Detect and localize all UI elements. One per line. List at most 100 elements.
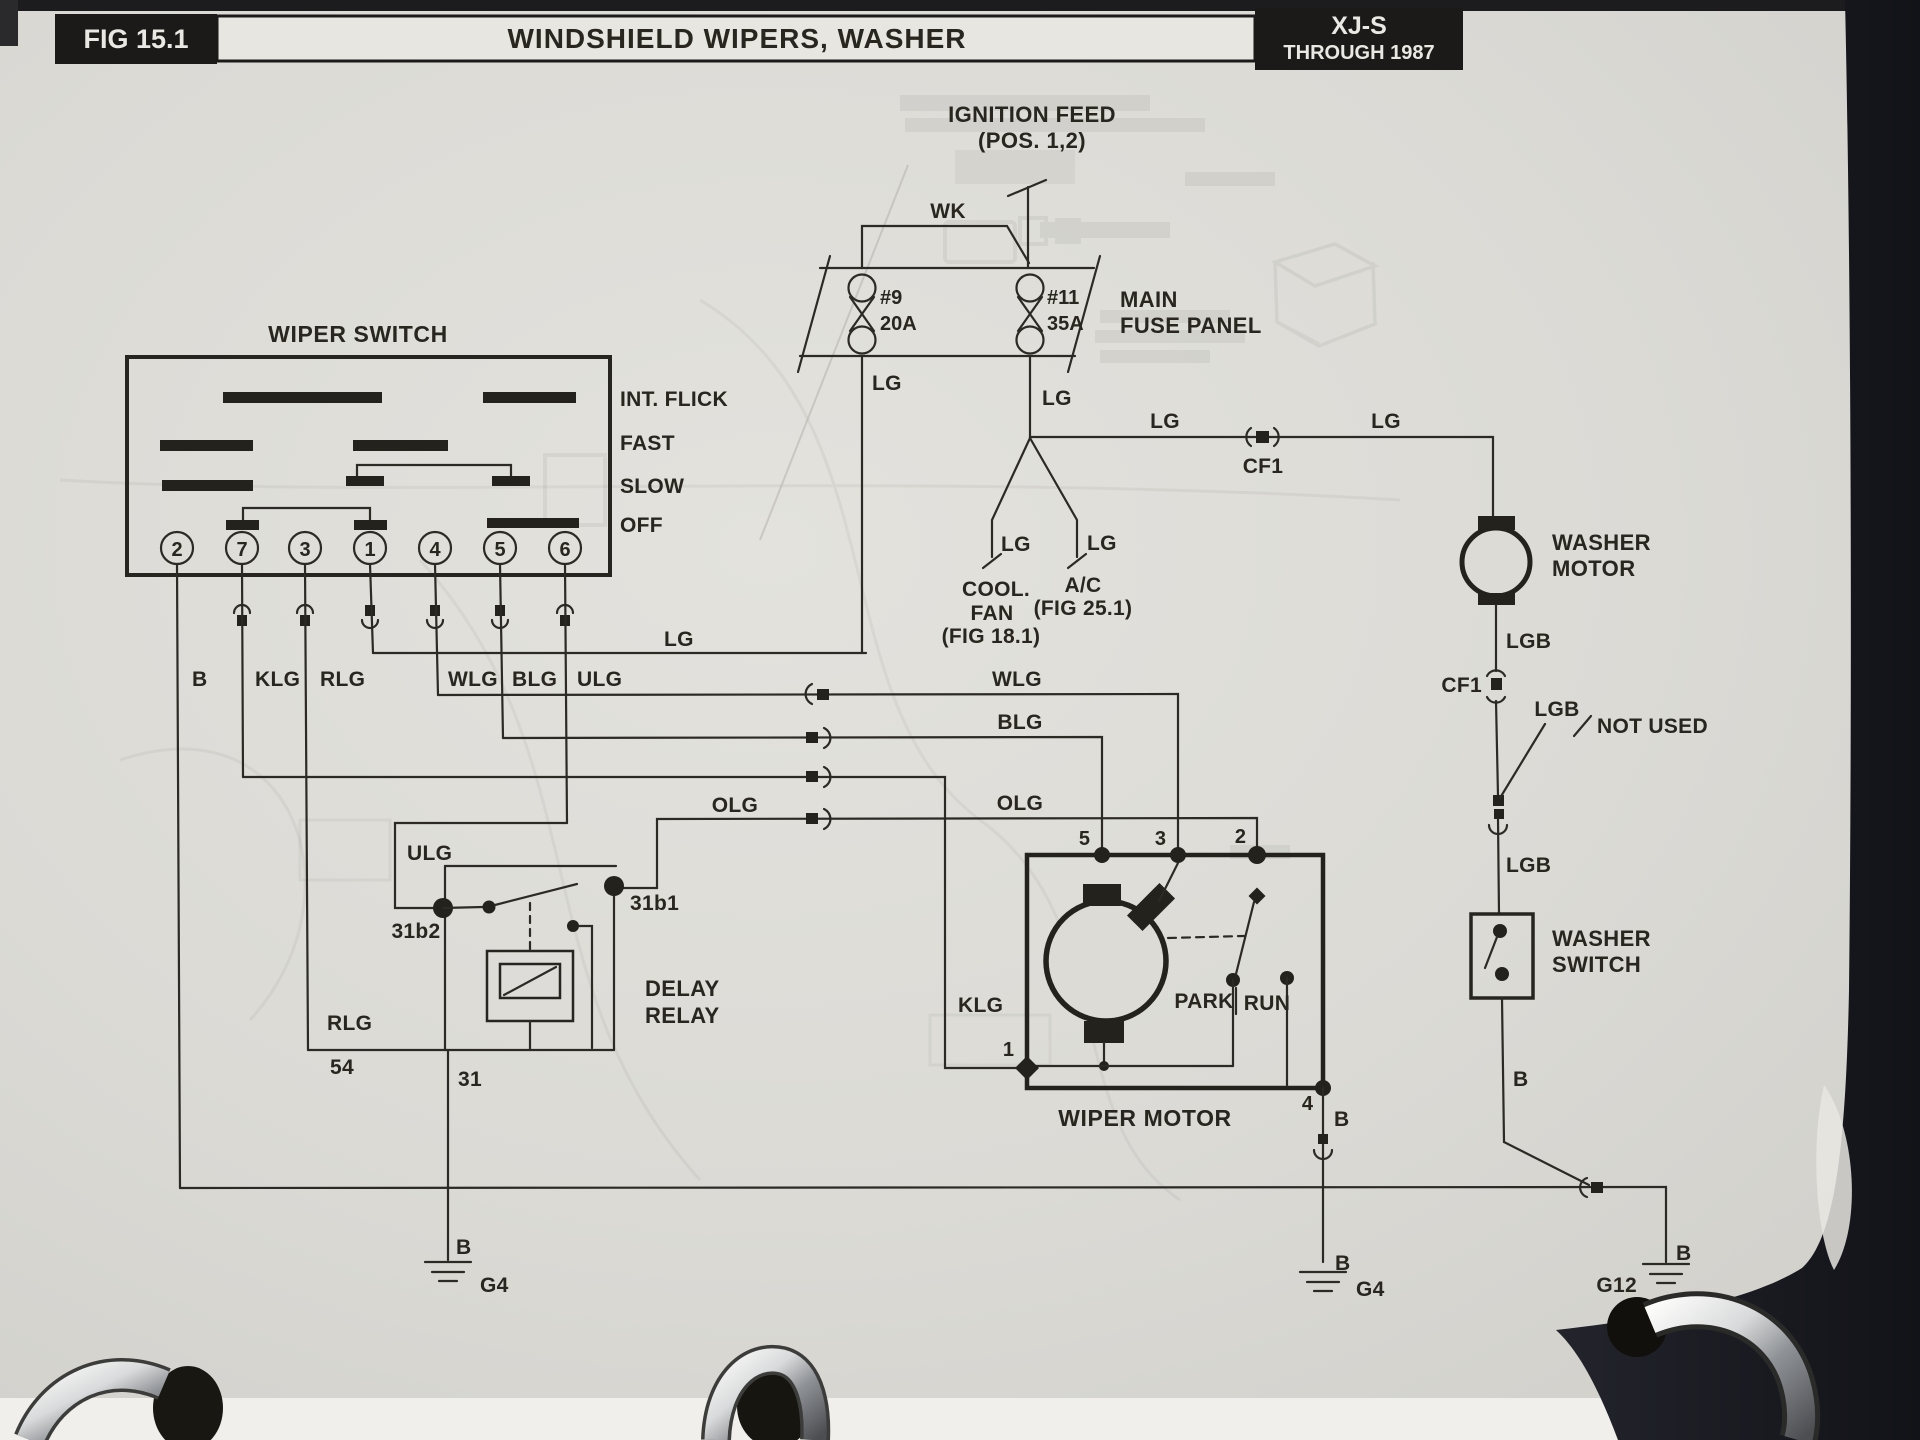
b-label-motor-ground: B	[1335, 1252, 1350, 1275]
wiper-motor-label: WIPER MOTOR	[1058, 1105, 1232, 1131]
model-box	[1255, 8, 1463, 70]
relay-31b1-label: 31b1	[630, 892, 679, 915]
motor-terminal-1	[1014, 1055, 1040, 1081]
cf1-connector-main	[1245, 426, 1280, 448]
ground-g4-relay	[423, 1260, 473, 1283]
lgb-label-not-used: LGB	[1534, 698, 1579, 721]
g12-label: G12	[1596, 1274, 1637, 1297]
b-label-washer-switch: B	[1513, 1068, 1528, 1091]
wire-runs: WLG BLG KLG OLG OLG ULG B	[175, 562, 1691, 1297]
b-label-motor: B	[1334, 1108, 1349, 1131]
run-label: RUN	[1244, 992, 1290, 1015]
cool-fan-label-2: FAN	[971, 602, 1014, 625]
relay-31-label: 31	[458, 1068, 482, 1091]
ignition-feed-label: IGNITION FEED	[948, 102, 1116, 127]
page-curl-highlight	[1816, 1085, 1852, 1270]
fuse-9-rating: 20A	[880, 313, 917, 335]
wiper-motor: 5 3 2 1 PARK RUN WIPER MOTOR 4 B	[1003, 826, 1385, 1301]
wiper-switch: WIPER SWITCH INT. FLICK FAST SLOW OFF 2	[125, 321, 728, 691]
g4-motor-label: G4	[1356, 1278, 1385, 1301]
ground-g12	[1641, 1262, 1691, 1285]
g4-relay-label: G4	[480, 1274, 509, 1297]
washer-motor-label-2: MOTOR	[1552, 556, 1635, 581]
blg-label-motor: BLG	[997, 711, 1042, 734]
fuse-11-rating: 35A	[1047, 313, 1084, 335]
cool-fan-label-1: COOL.	[962, 578, 1030, 601]
fuse-9-symbol	[847, 273, 877, 355]
motor-terminal-3	[1170, 847, 1186, 863]
b-label-g12: B	[1676, 1242, 1691, 1265]
binder-rings	[14, 1291, 1821, 1440]
lg-label-fuse11: LG	[1042, 387, 1072, 410]
wk-wire-label: WK	[930, 200, 966, 223]
cf1-label-washer: CF1	[1441, 674, 1482, 697]
binder-ring-left	[17, 1361, 170, 1440]
wiper-switch-title: WIPER SWITCH	[268, 321, 448, 347]
lgb-label-washer-top: LGB	[1506, 630, 1551, 653]
terminal-2: 2	[171, 539, 182, 561]
washer-switch-label-1: WASHER	[1552, 926, 1651, 951]
terminal-1: 1	[364, 539, 375, 561]
ignition-feed: IGNITION FEED (POS. 1,2) WK	[860, 102, 1116, 270]
motor-terminal-5	[1094, 847, 1110, 863]
washer-switch-label-2: SWITCH	[1552, 952, 1641, 977]
page-title: WINDSHIELD WIPERS, WASHER	[507, 23, 966, 54]
lg-label-switch-feed: LG	[664, 628, 694, 651]
switch-pos-off: OFF	[620, 514, 663, 537]
fuse-9-id: #9	[880, 287, 902, 309]
cf1-label-main: CF1	[1243, 455, 1284, 478]
terminal-5: 5	[494, 539, 505, 561]
switch-contact-bars	[160, 392, 579, 530]
cool-fan-fig-ref: (FIG 18.1)	[942, 625, 1041, 648]
b-label-relay-ground: B	[456, 1236, 471, 1259]
ac-label: A/C	[1064, 574, 1101, 597]
fuse-panel-label-2: FUSE PANEL	[1120, 313, 1262, 338]
terminal-4: 4	[429, 539, 441, 561]
motor-terminal-5-label: 5	[1079, 828, 1090, 850]
model-label: XJ-S	[1331, 12, 1387, 40]
terminal-7: 7	[236, 539, 247, 561]
fuse-11-symbol	[1015, 273, 1045, 355]
motor-terminal-1-label: 1	[1003, 1039, 1014, 1061]
switch-pos-int-flick: INT. FLICK	[620, 388, 728, 411]
lg-label-main-run: LG	[1150, 410, 1180, 433]
ulg-label-switch: ULG	[577, 668, 622, 691]
olg-inline-connector	[806, 807, 832, 831]
delay-relay: 31b2 31b1 DELAY RELAY 54 RLG 31 B G4	[306, 864, 720, 1297]
relay-31b2-label: 31b2	[391, 920, 440, 943]
washer-motor: WASHER MOTOR LGB CF1 LGB NOT USED LGB	[1441, 516, 1708, 916]
rlg-label-switch: RLG	[320, 668, 365, 691]
motor-terminal-2	[1248, 846, 1266, 864]
fuse-panel-label-1: MAIN	[1120, 287, 1178, 312]
olg-label-motor: OLG	[997, 792, 1043, 815]
wlg-inline-connector	[804, 682, 829, 706]
lg-distribution: LG LG LG LG CF1 LG LG LG COOL. FAN (FIG …	[371, 354, 1495, 655]
b-label-switch: B	[192, 668, 207, 691]
lg-label-ac: LG	[1087, 532, 1117, 555]
motor-terminal-3-label: 3	[1155, 828, 1166, 850]
lg-label-cool-fan: LG	[1001, 533, 1031, 556]
lgb-junction	[1493, 795, 1504, 806]
main-fuse-panel: #9 20A #11 35A MAIN FUSE PANEL	[796, 254, 1262, 374]
b-inline-connector	[1579, 1176, 1603, 1199]
bleedthrough-curves	[59, 298, 1401, 1202]
rlg-label-relay: RLG	[327, 1012, 372, 1035]
fuse-11-id: #11	[1047, 287, 1079, 309]
model-sub-label: THROUGH 1987	[1283, 42, 1434, 64]
relay-54-label: 54	[330, 1056, 354, 1079]
lg-label-washer-run: LG	[1371, 410, 1401, 433]
page-header: FIG 15.1 WINDSHIELD WIPERS, WASHER XJ-S …	[55, 8, 1463, 70]
binder-edge-dark	[1556, 0, 1920, 1440]
not-used-label: NOT USED	[1597, 715, 1708, 738]
relay-terminal-31b1	[604, 876, 624, 896]
ac-fig-ref: (FIG 25.1)	[1034, 597, 1133, 620]
switch-pos-slow: SLOW	[620, 475, 684, 498]
washer-motor-label-1: WASHER	[1552, 530, 1651, 555]
ignition-feed-pos-label: (POS. 1,2)	[978, 128, 1086, 153]
washer-switch: WASHER SWITCH B	[1469, 912, 1651, 1187]
delay-relay-label-2: RELAY	[645, 1003, 720, 1028]
fig-label-box	[55, 14, 217, 64]
